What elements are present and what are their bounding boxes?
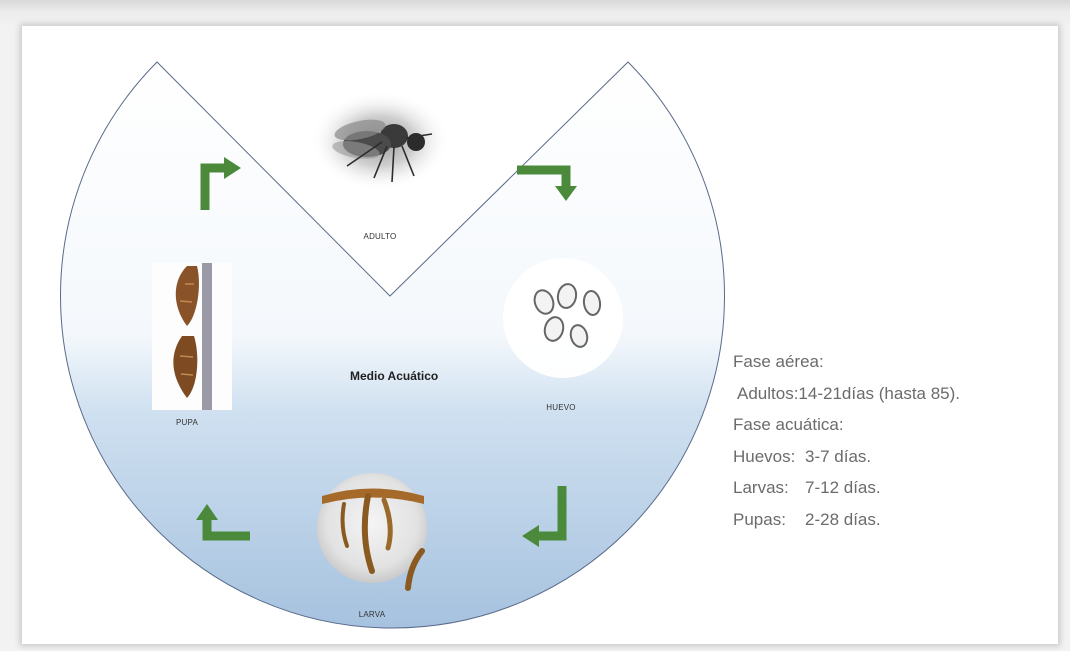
slide-card: ADULTO HUEVO LARVA PUPA Medio Acuático — [22, 26, 1058, 644]
info-pupas: Pupas:2-28 días. — [733, 504, 960, 536]
info-huevos-label: Huevos: — [733, 441, 805, 473]
stage-label-huevo: HUEVO — [546, 403, 575, 412]
eggs-image — [503, 258, 623, 378]
info-pupas-label: Pupas: — [733, 504, 805, 536]
life-cycle-diagram — [22, 26, 1058, 644]
stage-label-adulto: ADULTO — [364, 232, 397, 241]
info-larvas-value: 7-12 días. — [805, 478, 881, 497]
duration-info: Fase aérea: Adultos:14-21días (hasta 85)… — [733, 346, 960, 536]
info-fase-aerea: Fase aérea: — [733, 346, 960, 378]
info-huevos-value: 3-7 días. — [805, 447, 871, 466]
stage-label-pupa: PUPA — [176, 418, 198, 427]
info-larvas: Larvas:7-12 días. — [733, 472, 960, 504]
info-larvas-label: Larvas: — [733, 472, 805, 504]
info-fase-acuatica: Fase acuática: — [733, 409, 960, 441]
fly-image — [310, 91, 450, 191]
stage-label-larva: LARVA — [359, 610, 386, 619]
info-adultos: Adultos:14-21días (hasta 85). — [733, 378, 960, 410]
center-label: Medio Acuático — [350, 369, 438, 383]
info-huevos: Huevos:3-7 días. — [733, 441, 960, 473]
pupa-image — [152, 263, 232, 410]
info-pupas-value: 2-28 días. — [805, 510, 881, 529]
